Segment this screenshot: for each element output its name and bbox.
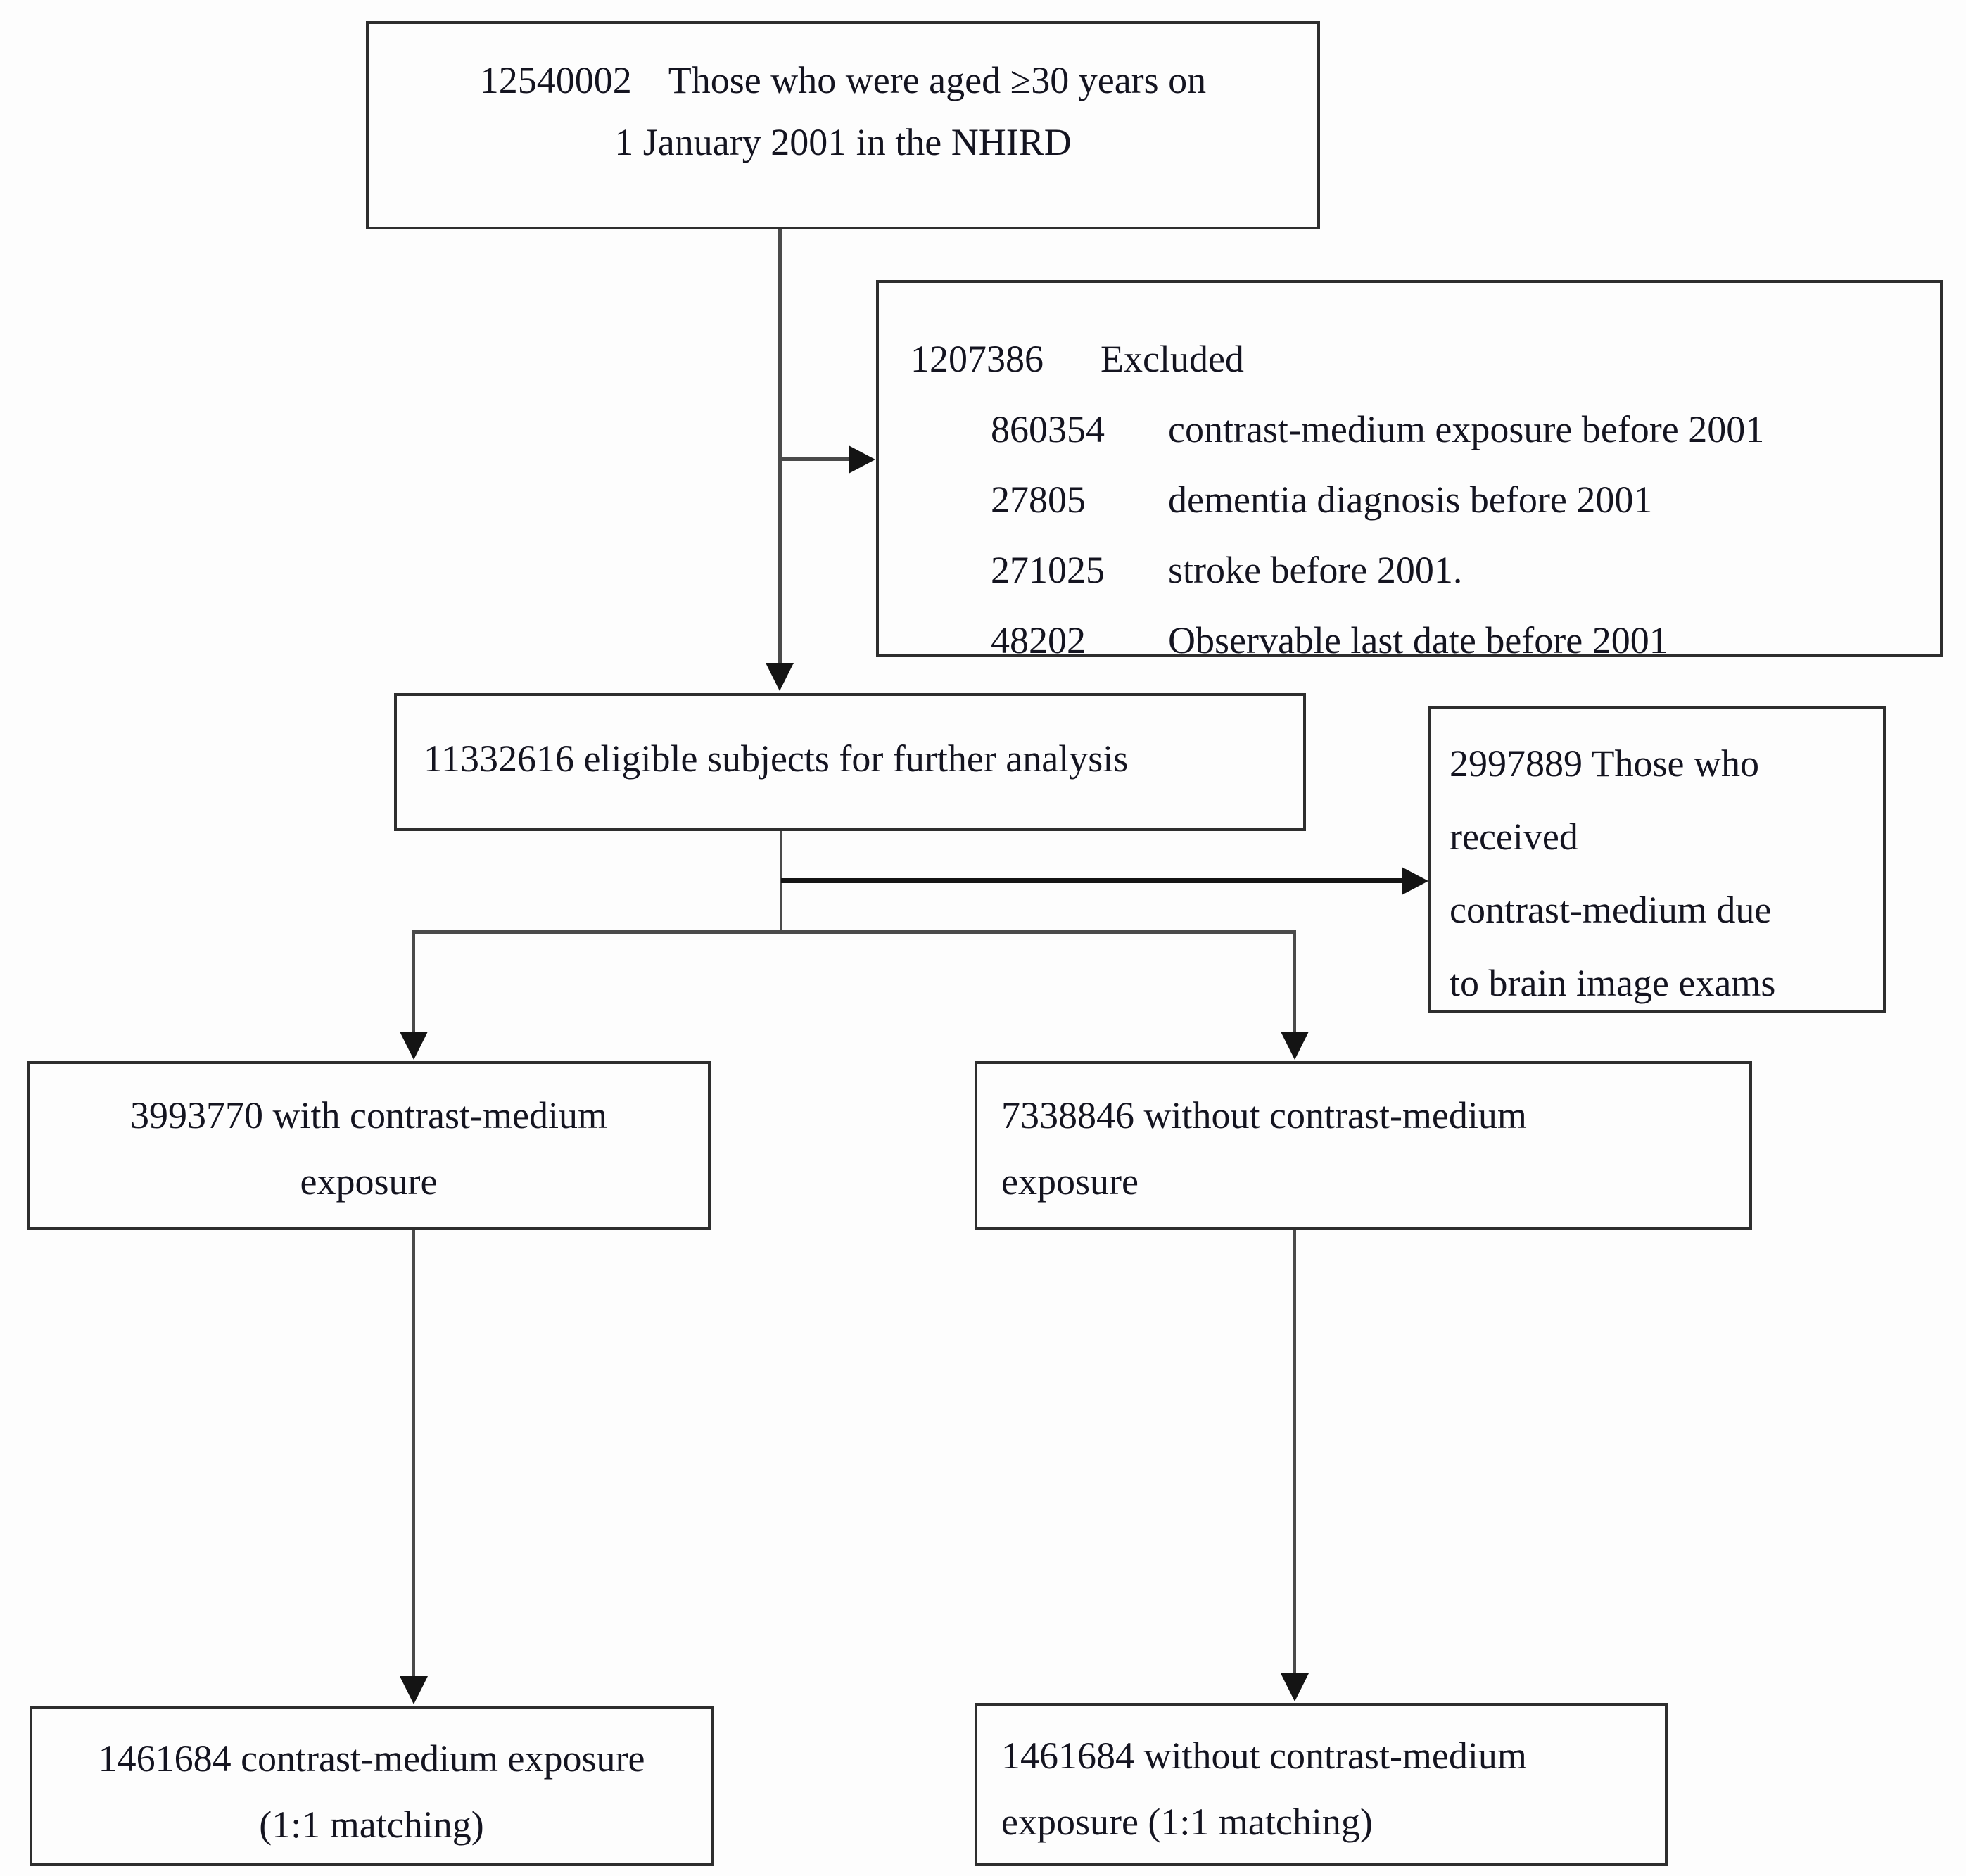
nhird-population-count: 12540002	[479, 59, 632, 101]
excluded-item: 48202 Observable last date before 2001	[991, 605, 1933, 676]
arrowhead-top-to-eligible	[766, 663, 794, 691]
excluded-count: 1207386	[911, 338, 1044, 380]
connector-without-to-matched	[1293, 1230, 1296, 1676]
excluded-header: 1207386 Excluded	[911, 324, 1933, 394]
box-with-exposure: 3993770 with contrast-medium exposure	[27, 1061, 711, 1230]
excluded-item-count: 860354	[991, 408, 1105, 450]
nhird-population-label: Those who were aged ≥30 years on	[668, 59, 1207, 101]
connector-with-to-matched	[412, 1230, 415, 1679]
arrowhead-without-to-matched	[1281, 1673, 1309, 1701]
excluded-item-count: 48202	[991, 619, 1086, 661]
brain-exclusion-line1: 2997889 Those who	[1450, 742, 1759, 785]
excluded-item: 860354 contrast-medium exposure before 20…	[991, 394, 1933, 464]
matched-exposed-line1: 1461684 contrast-medium exposure	[98, 1737, 645, 1780]
excluded-item-count: 271025	[991, 549, 1105, 591]
box-without-exposure: 7338846 without contrast-medium exposure	[975, 1061, 1752, 1230]
box-excluded: 1207386 Excluded 860354 contrast-medium ex…	[876, 280, 1943, 661]
matched-unexposed-line2: exposure (1:1 matching)	[1001, 1801, 1373, 1843]
brain-exclusion-line2: received	[1450, 816, 1578, 858]
connector-top-to-eligible	[778, 229, 782, 664]
with-exposure-line1: 3993770 with contrast-medium	[130, 1094, 607, 1136]
arrowhead-to-brain-exclusion	[1402, 867, 1428, 895]
excluded-label: Excluded	[1101, 338, 1244, 380]
excluded-item-count: 27805	[991, 478, 1086, 521]
brain-exclusion-line3: contrast-medium due	[1450, 889, 1772, 931]
excluded-item-label: stroke before 2001.	[1168, 549, 1463, 591]
nhird-population-line2: 1 January 2001 in the NHIRD	[614, 121, 1072, 163]
excluded-item-label: Observable last date before 2001	[1168, 619, 1668, 661]
excluded-item-label: dementia diagnosis before 2001	[1168, 478, 1653, 521]
connector-split-to-with	[412, 930, 415, 1034]
excluded-item: 271025 stroke before 2001.	[991, 535, 1933, 605]
box-matched-exposed: 1461684 contrast-medium exposure (1:1 ma…	[30, 1706, 714, 1866]
without-exposure-line1: 7338846 without contrast-medium	[1001, 1094, 1527, 1136]
arrowhead-split-to-with	[400, 1032, 428, 1060]
connector-split-to-without	[1293, 930, 1296, 1034]
with-exposure-line2: exposure	[300, 1160, 438, 1203]
connector-to-excluded	[780, 457, 850, 461]
nhird-population-line1: 12540002 Those who were aged ≥30 years on	[369, 49, 1317, 111]
arrowhead-to-excluded	[849, 445, 875, 474]
excluded-item: 27805 dementia diagnosis before 2001	[991, 464, 1933, 535]
matched-exposed-line2: (1:1 matching)	[259, 1804, 484, 1846]
eligible-label: 11332616 eligible subjects for further a…	[424, 737, 1129, 780]
without-exposure-line2: exposure	[1001, 1160, 1139, 1203]
matched-unexposed-line1: 1461684 without contrast-medium	[1001, 1735, 1527, 1777]
box-nhird-population: 12540002 Those who were aged ≥30 years on…	[366, 21, 1320, 229]
box-brain-image-exclusion: 2997889 Those who received contrast-medi…	[1428, 706, 1886, 1013]
arrowhead-with-to-matched	[400, 1676, 428, 1704]
connector-split-bar	[412, 930, 1296, 934]
arrowhead-split-to-without	[1281, 1032, 1309, 1060]
brain-exclusion-line4: to brain image exams	[1450, 962, 1776, 1004]
box-matched-unexposed: 1461684 without contrast-medium exposure…	[975, 1703, 1668, 1866]
connector-to-brain-exclusion	[781, 878, 1403, 883]
excluded-item-label: contrast-medium exposure before 2001	[1168, 408, 1765, 450]
box-eligible: 11332616 eligible subjects for further a…	[394, 693, 1306, 831]
